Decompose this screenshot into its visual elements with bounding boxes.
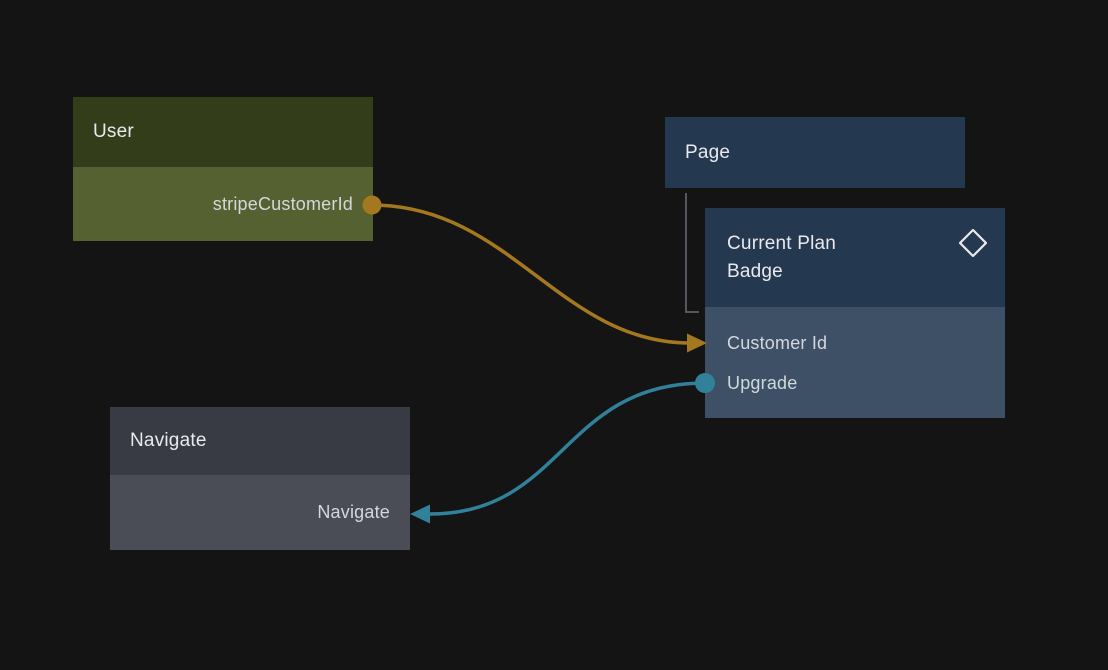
node-current-plan-badge-body: Customer Id Upgrade xyxy=(705,307,1005,418)
node-current-plan-badge-header[interactable]: Current Plan Badge xyxy=(705,208,1005,307)
hierarchy-line-page-to-badge xyxy=(685,193,699,313)
node-current-plan-badge-title: Current Plan Badge xyxy=(727,233,837,282)
input-port-label: Navigate xyxy=(317,502,390,522)
node-page-header[interactable]: Page xyxy=(665,117,965,188)
input-port-label: Upgrade xyxy=(727,372,798,393)
node-user-header[interactable]: User xyxy=(73,97,373,167)
node-navigate-header[interactable]: Navigate xyxy=(110,407,410,475)
input-port-label: Customer Id xyxy=(727,332,828,353)
node-current-plan-badge[interactable]: Current Plan Badge Customer Id Upgrade xyxy=(705,208,1005,418)
arrowhead-customer-id xyxy=(687,333,707,353)
output-port-label: stripeCustomerId xyxy=(212,193,353,214)
wire-upgrade-to-navigate[interactable] xyxy=(429,381,706,516)
node-navigate[interactable]: Navigate Navigate xyxy=(110,407,410,550)
diamond-icon xyxy=(959,229,987,257)
node-user-title: User xyxy=(93,121,134,142)
arrowhead-navigate xyxy=(410,504,430,524)
node-navigate-title: Navigate xyxy=(130,430,207,451)
input-row-customer-id[interactable]: Customer Id xyxy=(727,323,1005,363)
node-page-title: Page xyxy=(685,141,731,163)
node-user[interactable]: User stripeCustomerId xyxy=(73,97,373,241)
wire-stripecustomerid-to-customer-id[interactable] xyxy=(371,203,691,345)
input-row-upgrade[interactable]: Upgrade xyxy=(727,363,1005,403)
node-navigate-row-navigate[interactable]: Navigate xyxy=(110,475,410,550)
node-user-row-stripecustomerid[interactable]: stripeCustomerId xyxy=(73,167,373,241)
node-page[interactable]: Page xyxy=(665,117,965,188)
